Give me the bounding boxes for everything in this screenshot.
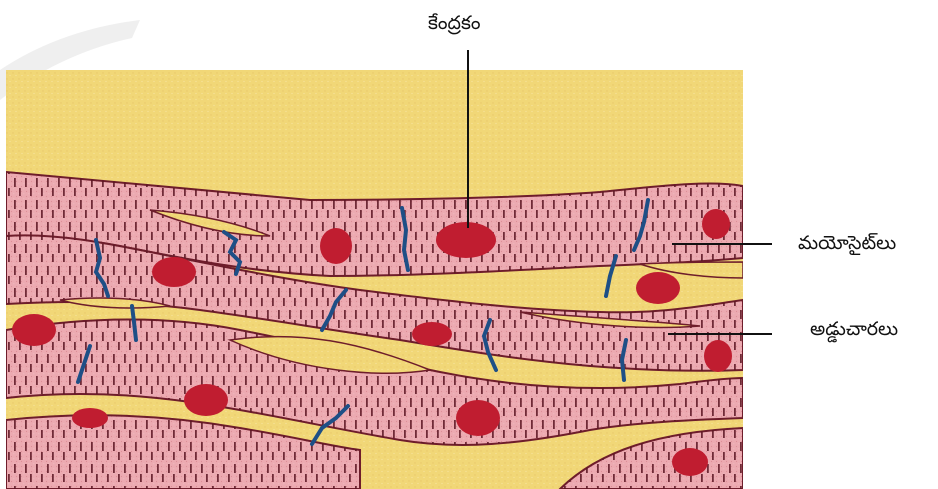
nucleus <box>456 400 500 436</box>
nucleus <box>320 228 352 264</box>
nucleus <box>704 340 732 372</box>
nucleus <box>672 448 708 476</box>
intercalated-disc-label: అడ్డుచారలు <box>810 318 898 345</box>
nucleus <box>72 408 108 428</box>
nucleus <box>152 257 196 287</box>
nucleus <box>436 222 496 258</box>
nucleus <box>184 384 228 416</box>
nucleus <box>12 314 56 346</box>
myocyte-label: మయోసైట్‌లు <box>798 232 896 259</box>
nucleus <box>412 322 452 346</box>
nucleus <box>636 272 680 304</box>
nucleus-label: కేంద్రకం <box>428 12 481 39</box>
tissue-panel <box>6 70 743 489</box>
nucleus <box>702 209 730 239</box>
